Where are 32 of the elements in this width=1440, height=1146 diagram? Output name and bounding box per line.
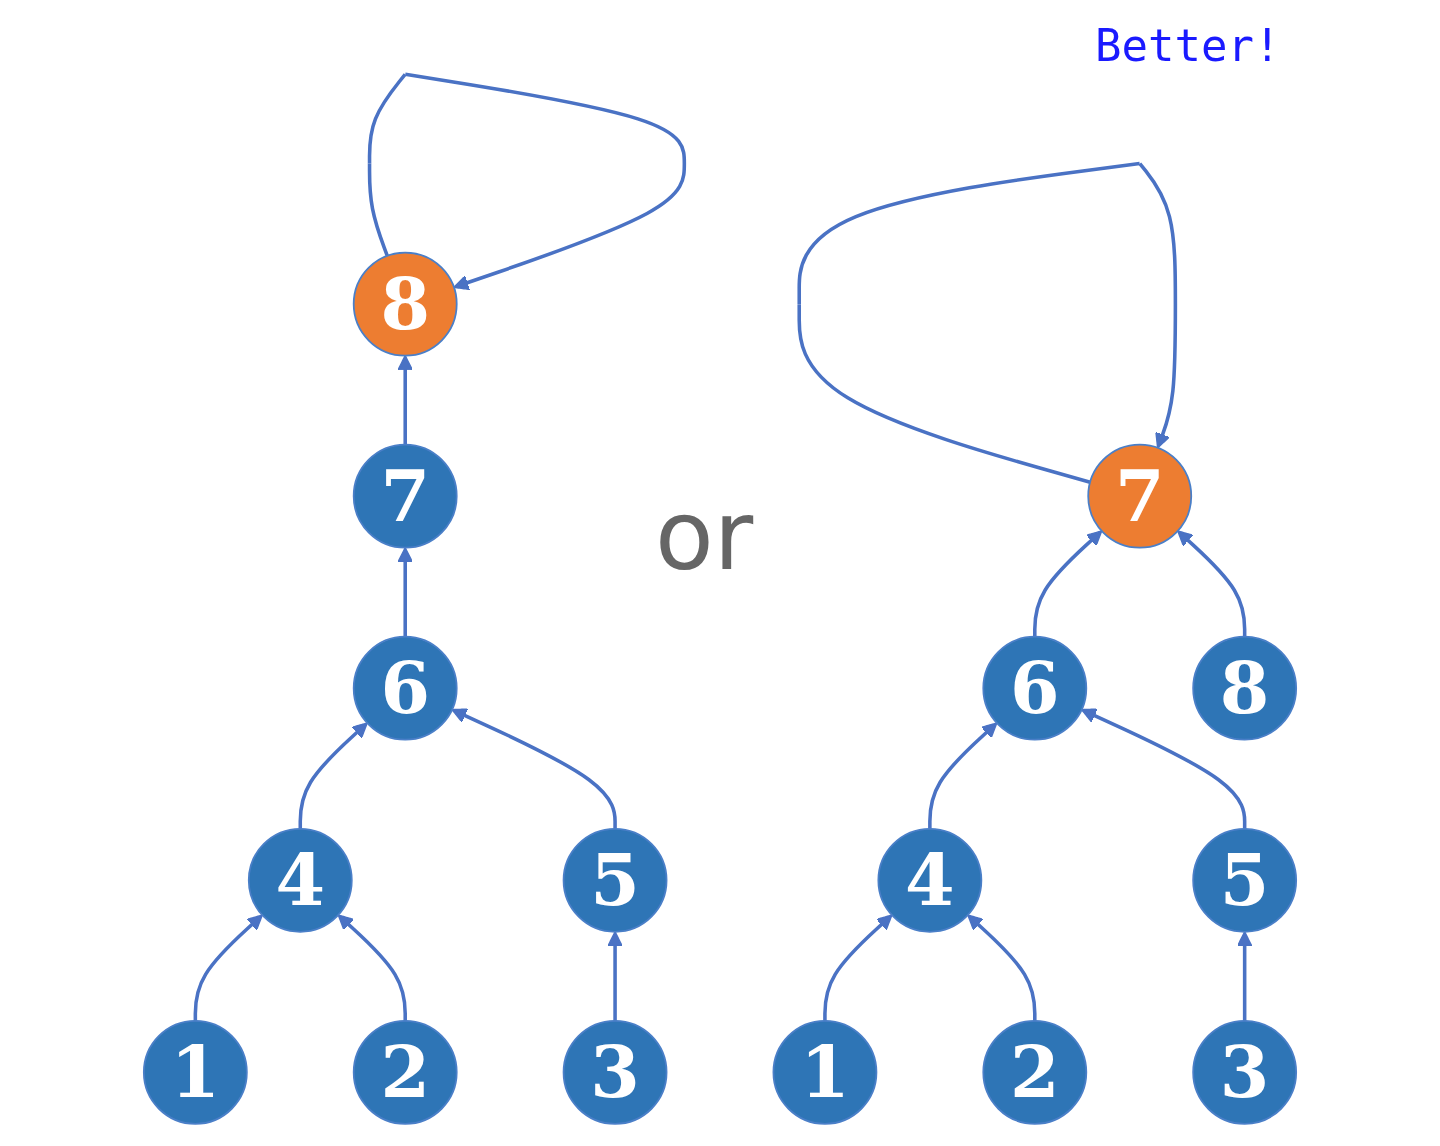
arrow bbox=[1236, 931, 1253, 1021]
arrow bbox=[397, 354, 414, 445]
connector-word: or bbox=[655, 480, 754, 592]
arrow bbox=[607, 931, 623, 1021]
arrow bbox=[397, 546, 414, 637]
node-circle: 2 bbox=[352, 1019, 458, 1125]
node-circle: 3 bbox=[562, 1019, 668, 1125]
arrow bbox=[967, 914, 1037, 1021]
node-circle: 7 bbox=[1087, 443, 1193, 549]
node-circle: 2 bbox=[982, 1019, 1088, 1125]
node-circle: 5 bbox=[1192, 827, 1298, 933]
node-circle: 7 bbox=[352, 443, 458, 549]
arrow bbox=[193, 914, 263, 1021]
node-circle: 6 bbox=[982, 635, 1088, 741]
node-circle: 8 bbox=[1192, 635, 1298, 741]
node-circle: 4 bbox=[877, 827, 983, 933]
annotation-text: Better! bbox=[1095, 20, 1281, 71]
node-circle: 1 bbox=[142, 1019, 248, 1125]
node-circle: 6 bbox=[352, 635, 458, 741]
node-circle: 8 bbox=[352, 251, 458, 357]
arrow bbox=[1033, 530, 1103, 637]
node-circle: 5 bbox=[562, 827, 668, 933]
node-circle: 4 bbox=[247, 827, 353, 933]
arrow bbox=[451, 708, 617, 829]
arrow bbox=[928, 722, 998, 829]
node-circle: 1 bbox=[772, 1019, 878, 1125]
arrow bbox=[823, 914, 893, 1021]
arrow bbox=[298, 722, 368, 829]
arrow bbox=[1177, 530, 1247, 637]
arrow bbox=[337, 914, 407, 1021]
arrow bbox=[1080, 708, 1247, 829]
node-circle: 3 bbox=[1192, 1019, 1298, 1125]
